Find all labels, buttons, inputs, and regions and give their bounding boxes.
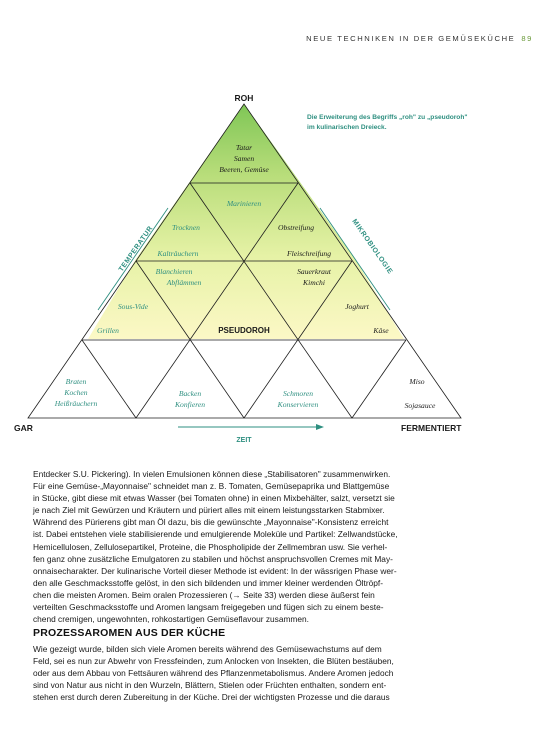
axis-zeit: ZEIT — [236, 437, 252, 444]
page-number: 89 — [521, 34, 533, 43]
diagram-caption-line1: Die Erweiterung des Begriffs „roh" zu „p… — [307, 114, 468, 121]
cell-samen: Samen — [234, 154, 254, 163]
center-pseudoroh: PSEUDOROH — [218, 326, 270, 335]
header-title: NEUE TECHNIKEN IN DER GEMÜSEKÜCHE — [306, 34, 516, 43]
cell-schmoren: Schmoren — [283, 389, 313, 398]
cell-obstreifung: Obstreifung — [278, 223, 314, 232]
cell-marinieren: Marinieren — [226, 199, 262, 208]
paragraph-line: ist. Dabei entstehen viele stabilisieren… — [33, 529, 398, 540]
corner-fermentiert: FERMENTIERT — [401, 423, 462, 433]
corner-roh: ROH — [235, 93, 254, 103]
paragraph-line: Wie gezeigt wurde, bilden sich viele Aro… — [33, 644, 382, 654]
paragraph-line: chen die meisten Aromen. Beim oralen Pro… — [33, 589, 375, 600]
cell-sous-vide: Sous-Vide — [118, 302, 149, 311]
paragraph-line: sind von Natur aus nicht in den Wurzeln,… — [33, 680, 387, 691]
pseudoroh-region — [88, 104, 404, 339]
running-header: NEUE TECHNIKEN IN DER GEMÜSEKÜCHE 89 — [306, 34, 533, 43]
paragraph-line: Für eine Gemüse-„Mayonnaise" schneidet m… — [33, 481, 390, 492]
cell-joghurt: Joghurt — [345, 302, 370, 311]
paragraph-line: Hemicellulosen, Zellulosepartikel, Prote… — [33, 541, 388, 552]
body-paragraph: Entdecker S.U. Pickering). In vielen Emu… — [33, 468, 521, 625]
paragraph-line: Während des Pürierens gibt man Öl dazu, … — [33, 517, 389, 528]
cell-kimchi: Kimchi — [302, 278, 325, 287]
cell-tatar: Tatar — [236, 143, 252, 152]
cell-fleischreifung: Fleischreifung — [286, 249, 331, 258]
paragraph-line: onnaisecharakter. Der kulinarische Vorte… — [33, 565, 397, 576]
cell-abflaemmen: Abflämmen — [166, 278, 202, 287]
cell-kaese: Käse — [372, 326, 389, 335]
paragraph-line: in Stücke, gibt diese mit etwas Wasser (… — [33, 493, 395, 504]
paragraph-line: verteilten Geschmacksstoffe und Aromen l… — [33, 602, 384, 613]
paragraph-line: stehen erst durch deren Zubereitung in d… — [33, 692, 390, 703]
corner-gar: GAR — [14, 423, 33, 433]
paragraph-line: Entdecker S.U. Pickering). In vielen Emu… — [33, 469, 391, 479]
paragraph-line: den alle Geschmacksstoffe gelöst, in den… — [33, 577, 384, 588]
zeit-arrowhead — [316, 424, 324, 430]
paragraph-line: fen ganz ohne zusätzliche Emulgatoren zu… — [33, 553, 393, 564]
cell-braten: Braten — [66, 377, 87, 386]
paragraph-line: oder aus dem Abbau von Fettsäuren währen… — [33, 668, 394, 679]
cell-kochen: Kochen — [63, 388, 87, 397]
paragraph-line: Feld, sei es nun zur Abwehr von Fressfei… — [33, 656, 394, 667]
paragraph-line: je nach Ziel mit Gewürzen und Kräutern u… — [33, 505, 385, 516]
cell-kaltraeuchern: Kalträuchern — [157, 249, 199, 258]
culinary-triangle-diagram: ROH GAR FERMENTIERT Die Erweiterung des … — [14, 93, 468, 444]
section-paragraph: Wie gezeigt wurde, bilden sich viele Aro… — [33, 643, 521, 703]
cell-sojasauce: Sojasauce — [405, 401, 436, 410]
axis-lines — [97, 207, 391, 428]
cell-trocknen: Trocknen — [172, 223, 200, 232]
cell-konservieren: Konservieren — [277, 400, 319, 409]
cell-grillen: Grillen — [97, 326, 119, 335]
paragraph-line: chend cremigen, ungewohnten, rohkostarti… — [33, 614, 309, 625]
cell-heissraeuchern: Heißräuchern — [54, 399, 98, 408]
diagram-caption-line2: im kulinarischen Dreieck. — [307, 124, 387, 131]
cell-miso: Miso — [408, 377, 424, 386]
cell-sauerkraut: Sauerkraut — [297, 267, 332, 276]
cell-konfieren: Konfieren — [174, 400, 205, 409]
cell-blanchieren: Blanchieren — [156, 267, 193, 276]
section-heading: PROZESSAROMEN AUS DER KÜCHE — [33, 627, 226, 639]
cell-beeren-gemuese: Beeren, Gemüse — [219, 165, 269, 174]
triangle-grid — [27, 103, 462, 419]
cell-backen: Backen — [179, 389, 202, 398]
